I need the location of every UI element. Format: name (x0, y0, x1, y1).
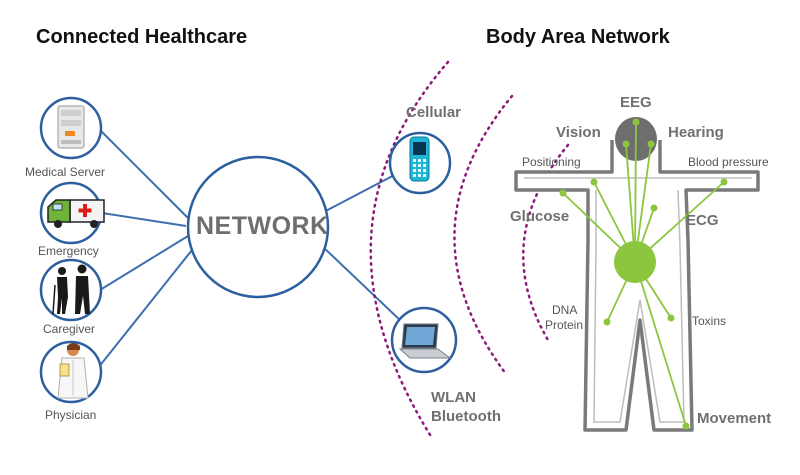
protein-label: Protein (545, 318, 584, 332)
node-cellular (388, 131, 452, 195)
link-wlan (321, 245, 403, 323)
phone-icon (409, 136, 430, 182)
caregiver-label: Caregiver (43, 322, 96, 336)
cellular-label: Cellular (406, 104, 462, 121)
ambulance-icon (47, 199, 105, 228)
physician-label: Physician (45, 408, 97, 422)
body-hub-circle (614, 241, 656, 283)
network-circle (186, 155, 330, 299)
hearing-label: Hearing (668, 124, 724, 141)
vision-label: Vision (556, 124, 601, 141)
laptop-icon (398, 323, 452, 359)
wlan-label: WLAN (431, 389, 476, 406)
server-icon (57, 105, 85, 149)
toxins-label: Toxins (692, 314, 727, 328)
node-physician (39, 340, 103, 404)
link-caregiver (99, 235, 189, 291)
link-server (97, 127, 189, 219)
link-cellular (317, 169, 405, 216)
sensor-link-movement (634, 261, 687, 427)
physician-icon (57, 343, 89, 399)
dna-label: DNA (552, 303, 578, 317)
signal-arc-outer (369, 60, 450, 440)
node-links (97, 127, 405, 369)
sensor-link-eeg (634, 121, 637, 263)
glucose-label: Glucose (510, 208, 570, 225)
medical-server-label: Medical Server (25, 165, 106, 179)
movement-label: Movement (697, 410, 772, 427)
bluetooth-label: Bluetooth (431, 408, 501, 425)
body-outline (514, 140, 760, 432)
body-area-network-title: Body Area Network (486, 26, 670, 48)
link-physician (97, 249, 193, 369)
node-server (39, 96, 103, 160)
sensor-dots (559, 118, 728, 430)
connected-healthcare-title: Connected Healthcare (36, 26, 248, 48)
node-caregiver (39, 258, 103, 322)
signal-arc-middle (453, 94, 514, 376)
eeg-label: EEG (620, 94, 652, 111)
body-inner-outline (524, 177, 752, 423)
positioning-label: Positioning (522, 155, 581, 169)
caregiver-icon (52, 264, 90, 315)
node-emergency (39, 181, 105, 245)
signal-arcs (369, 60, 570, 440)
ecg-label: ECG (686, 212, 719, 229)
blood-pressure-label: Blood pressure (688, 155, 769, 169)
signal-arc-inner (522, 143, 570, 342)
node-wlan (390, 306, 458, 374)
link-emergency (101, 212, 187, 227)
network-label: NETWORK (196, 212, 329, 240)
emergency-label: Emergency (38, 244, 99, 258)
